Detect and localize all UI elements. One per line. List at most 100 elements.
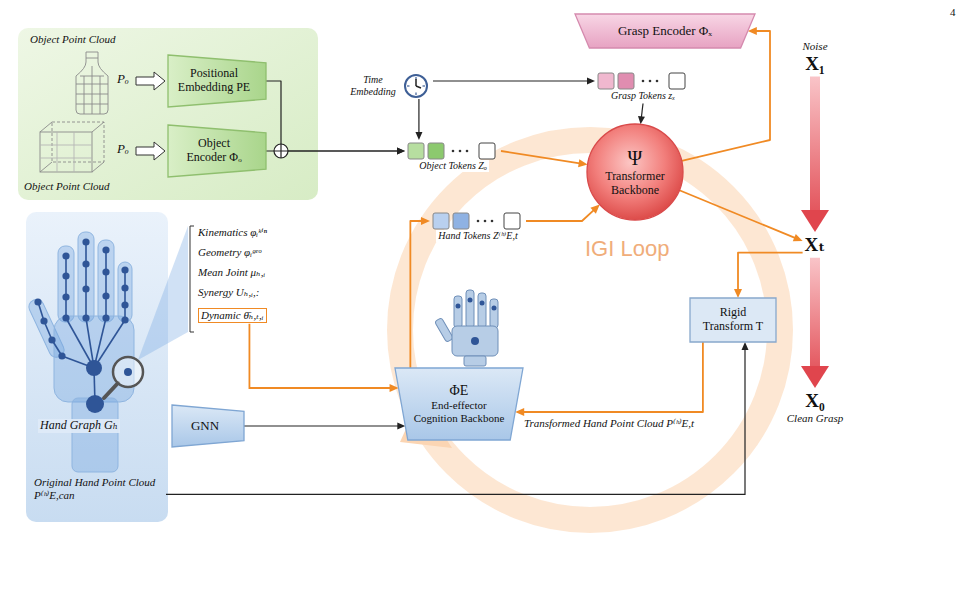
hand-graph [86,360,102,376]
arrow-head [397,148,405,155]
hand-illustration [118,262,132,322]
encoder-block: Object Encoder Φₒ [168,125,266,177]
hand-graph [121,316,128,323]
magnifier [104,383,118,398]
robot-hand [468,298,473,303]
cognition-backbone-outline [395,368,523,440]
sum-junction [274,144,288,158]
connector [801,258,829,388]
connector [526,205,600,221]
hand-graph [66,318,94,368]
hand-graph [82,285,89,292]
token-squares [504,213,520,229]
transformer-circle-outline [587,124,683,220]
list-bracket [190,226,194,332]
connector-line [679,190,796,238]
bottle-point-cloud [76,52,108,114]
node-text: Object Tokens Zₒ [417,160,489,172]
token-squares [428,143,444,159]
gnn-block-outline [172,405,244,447]
hand-illustration [98,240,114,322]
connector-line [244,425,400,426]
bottle-point-cloud [84,66,100,114]
connector [638,104,645,125]
clock-icon [403,73,429,99]
token-squares [408,143,424,159]
connector [244,423,405,430]
arrow-head [397,423,405,430]
robot-hand [456,304,461,309]
state-label: Xₜ [803,232,828,258]
feature-item: Kinematics φᵢᵏⁱⁿ [198,226,267,239]
node-text: Xₜ [805,234,826,256]
token-squares [491,220,494,223]
leader-line [166,348,745,494]
robot-hand [435,318,454,343]
connector [679,190,802,241]
input-label: Original Hand Point Cloud P⁽ʰ⁾E,can [34,476,162,501]
hand-illustration [27,232,134,472]
node-text: Time Embedding [347,74,399,97]
magnifier [113,357,143,387]
hand-graph [62,314,69,321]
arrow-head [421,217,430,225]
hand-graph [34,238,128,413]
token-squares [432,212,524,230]
hand-graph [62,293,69,300]
robot-hand [452,326,498,356]
clock-icon [415,79,417,86]
magnifier [104,357,143,398]
arrow-head [397,148,405,155]
object-panel [18,28,318,200]
hand-graph [82,314,89,321]
leader-lines [166,324,749,495]
hand-graph [102,268,109,275]
robot-hand [466,290,474,328]
hand-illustration [78,232,94,322]
node-text: Grasp Tokens zₓ [611,90,675,102]
node-text: X₁ [805,53,824,75]
token-squares [649,80,652,83]
arrow-head [801,210,829,232]
transform-box: Rigid Transform T [690,298,776,342]
feature-item: Geometry φᵢᵍᵉᵒ [198,246,261,259]
token-row: Object Tokens Zₒ [405,140,501,174]
connector-line [810,258,820,373]
clock-icon [416,86,421,88]
connector [501,151,588,167]
transform-box-outline [690,298,776,342]
hand-graph [121,284,128,291]
node-text: Clean Grasp [787,412,844,425]
connector [734,253,803,298]
token-squares [479,143,495,159]
arrow-head [415,132,422,140]
clock-icon [415,92,416,95]
token-row: Hand Tokens Z⁽ʰ⁾E,t [430,210,526,244]
robot-hand [454,296,462,328]
transformer-circle: ΨTransformer Backbone [587,124,683,220]
robot-hand [478,293,486,328]
node-text: Hand Tokens Z⁽ʰ⁾E,t [436,230,519,242]
hand-illustration [58,246,74,322]
token-squares [598,73,614,89]
node-text: Ψ [628,147,643,170]
symbol-label: Pₒ [117,142,129,157]
clock-icon [405,75,427,97]
hand-graph [85,289,87,318]
hand-graph [40,317,47,324]
connector-line [501,151,581,164]
hand-graph [82,260,89,267]
token-squares [669,73,685,89]
hand-graph [48,336,55,343]
input-label: Hand Graph Gₕ [38,419,120,433]
arrow-head [390,384,399,392]
node-text: End-effector Cognition Backbone [411,399,507,424]
state-label: NoiseX₁ [800,38,829,76]
sum-junction [274,144,288,158]
arrow-head [793,234,803,241]
token-squares [656,80,659,83]
connector [415,99,422,140]
sum-junction [274,144,288,158]
arrow-head [590,205,599,214]
